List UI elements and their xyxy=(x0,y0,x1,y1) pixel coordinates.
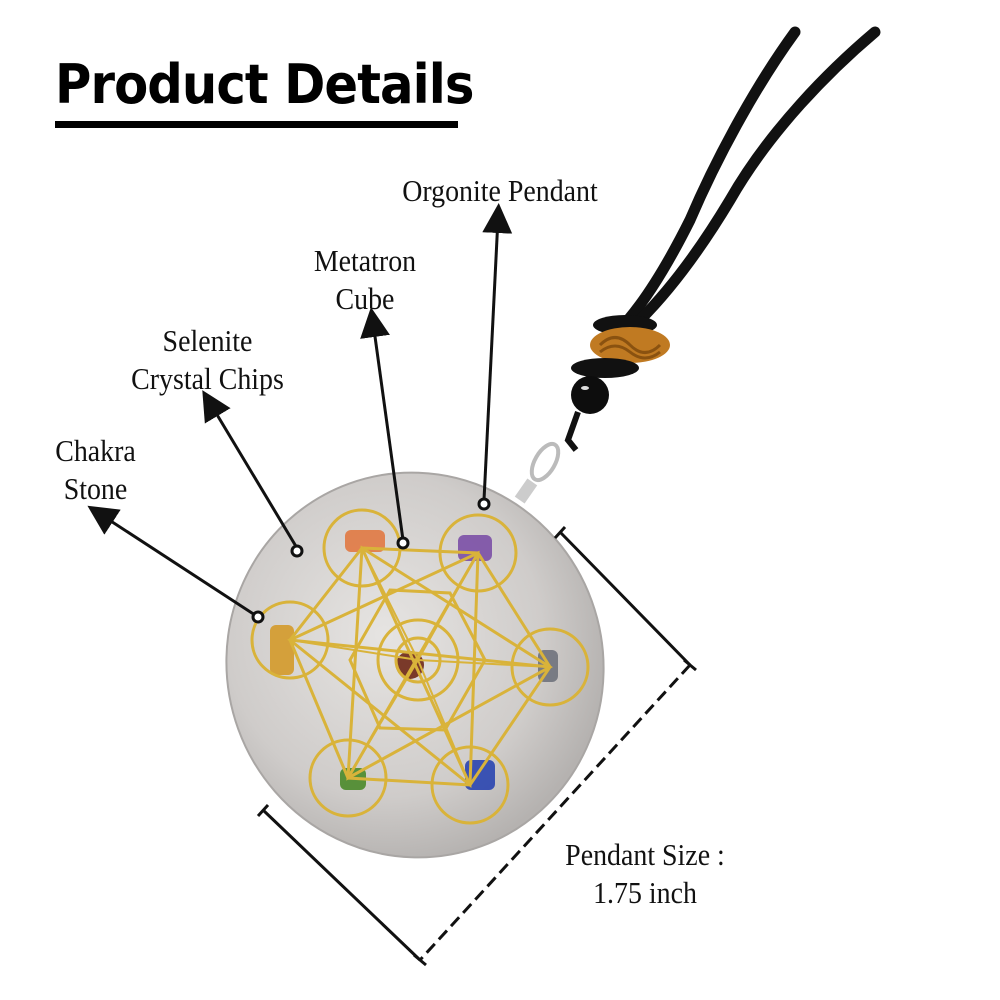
label-metatron-line2: Cube xyxy=(335,281,395,316)
label-pendant-size: Pendant Size : 1.75 inch xyxy=(551,836,740,912)
title-underline xyxy=(55,121,458,128)
label-orgonite-pendant: Orgonite Pendant xyxy=(402,173,598,208)
label-selenite-line2: Crystal Chips xyxy=(131,361,284,396)
page-title: Product Details xyxy=(55,53,474,116)
black-bead xyxy=(571,376,609,414)
label-metatron-line1: Metatron xyxy=(313,243,417,278)
dimension-lines xyxy=(256,525,697,967)
label-metatron-cube: Metatron Cube xyxy=(298,242,433,318)
callout-arrows xyxy=(87,203,513,624)
label-selenite-line1: Selenite xyxy=(162,323,253,358)
label-selenite-crystal-chips: Selenite Crystal Chips xyxy=(120,322,296,398)
label-size-line2: 1.75 inch xyxy=(593,875,697,910)
label-chakra-stone: Chakra Stone xyxy=(44,432,148,508)
cord-knot xyxy=(571,315,670,378)
clasp xyxy=(514,410,581,504)
label-chakra-line1: Chakra xyxy=(55,433,136,468)
label-size-line1: Pendant Size : xyxy=(565,837,725,872)
label-chakra-line2: Stone xyxy=(63,471,128,506)
necklace-cord xyxy=(622,26,881,326)
metatron-cube xyxy=(250,508,590,825)
